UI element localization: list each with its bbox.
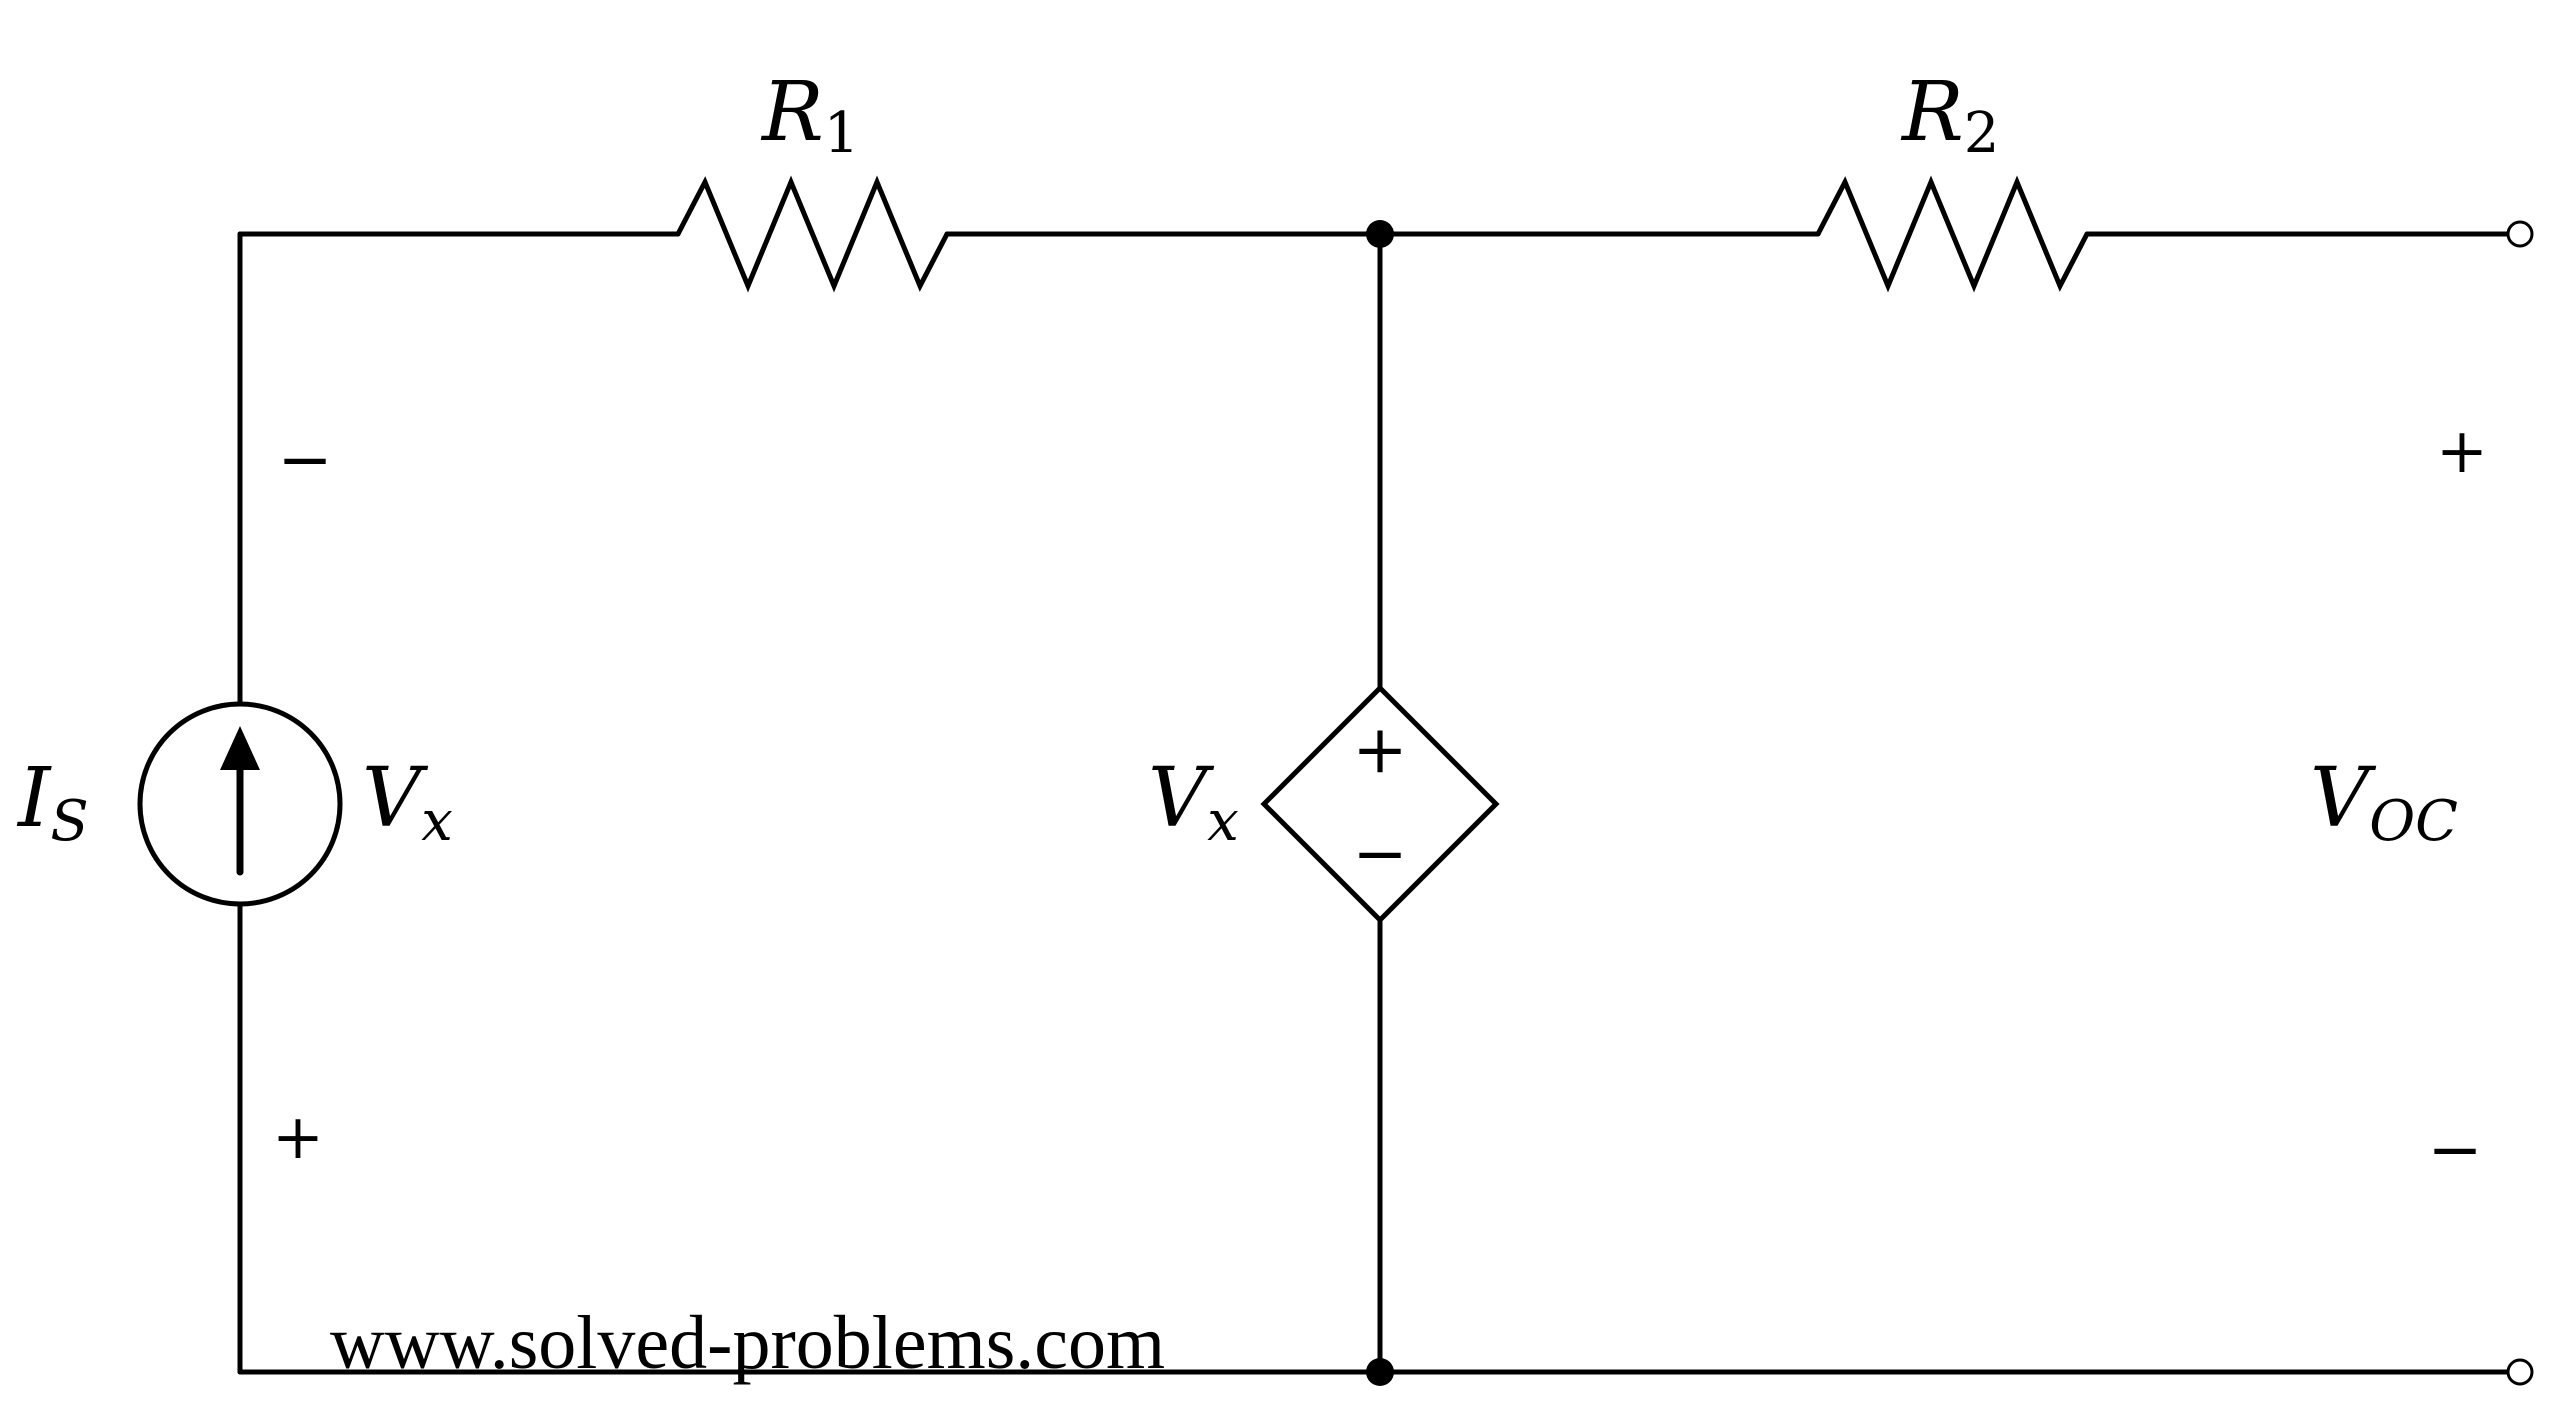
label-r2: R2 [1900, 65, 1999, 166]
polarity-source-top: − [277, 421, 332, 498]
node-bottom [1366, 1358, 1394, 1386]
node-top [1366, 220, 1394, 248]
label-vx-dependent: Vx [1148, 751, 1239, 854]
label-voc: VOC [2310, 751, 2458, 854]
resistor-r2 [1815, 175, 2090, 293]
dependent-source-minus: − [1352, 815, 1407, 892]
current-source-circle [137, 701, 343, 907]
terminal-bottom [2506, 1358, 2534, 1386]
polarity-output-bottom: − [2427, 1111, 2482, 1188]
polarity-output-top: + [2436, 414, 2488, 487]
polarity-source-bottom: + [272, 1100, 324, 1173]
label-is: IS [16, 751, 89, 854]
label-vx-source: Vx [362, 751, 453, 854]
resistor-r1 [675, 175, 950, 293]
current-source-arrow-head [220, 726, 260, 770]
label-r1: R1 [760, 65, 859, 166]
dependent-source-diamond [1260, 684, 1500, 924]
dependent-source-plus: + [1352, 711, 1407, 788]
watermark-text: www.solved-problems.com [330, 1301, 1165, 1385]
terminal-top [2506, 220, 2534, 248]
